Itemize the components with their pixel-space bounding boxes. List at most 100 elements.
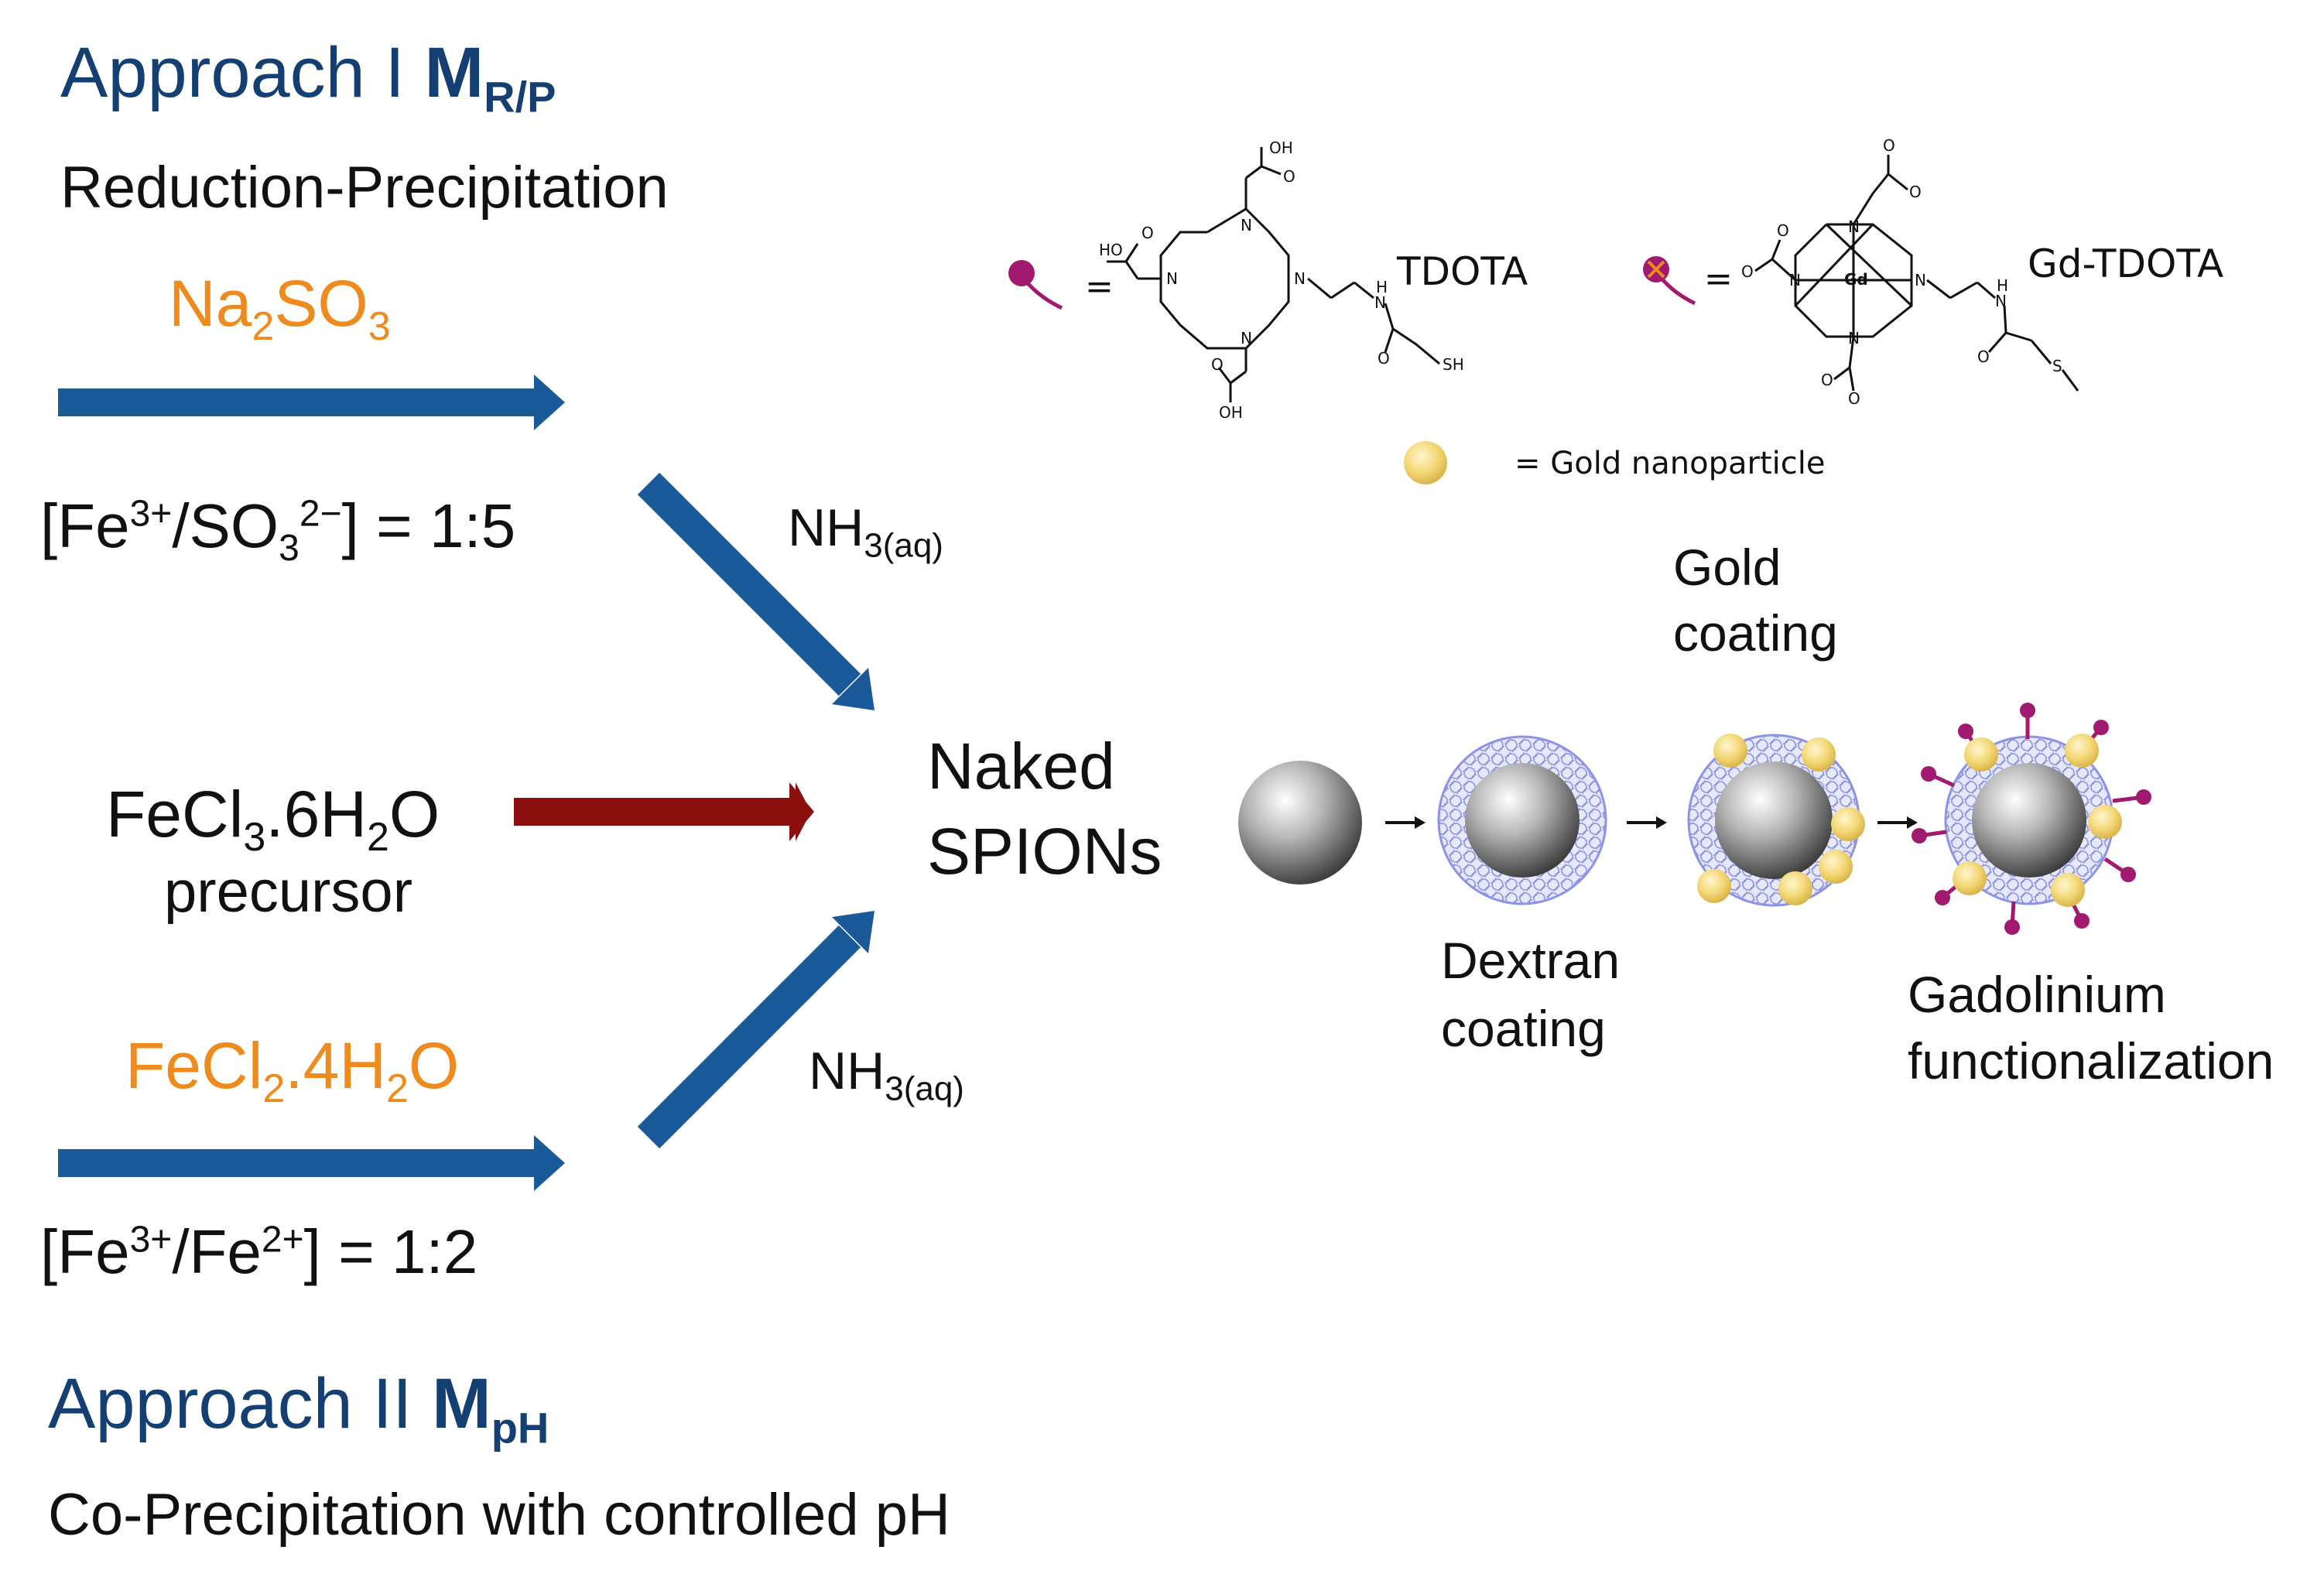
approach-2-subscript: pH [491,1403,549,1453]
gold-coating-line-1: Gold [1673,539,1782,596]
gold-legend: = Gold nanoparticle [1404,441,1825,484]
atom-label: O [1848,389,1860,408]
approach-2-method: Co-Precipitation with controlled pH [48,1482,950,1548]
precursor-sub: 2 [367,814,389,860]
naked-spions-line-2: SPIONs [927,815,1162,888]
atom-label: OH [1269,139,1293,157]
gold-coating-line-2: coating [1673,604,1838,662]
gd-tdota-equals: = [1704,259,1733,299]
approach-1-subscript: R/P [484,72,556,121]
atom-label: N [1374,293,1386,312]
dextran-coating-line-2: coating [1441,1000,1606,1057]
gd-tdota-legend: = [1643,136,2223,408]
atom-label: O [1883,136,1895,155]
naked-spion-particle [1238,761,1362,885]
approach-1-method: Reduction-Precipitation [60,155,669,221]
gold-nanoparticle [1831,807,1865,841]
atom-label: Gd [1844,270,1868,289]
ratio-sup: 3+ [129,1219,173,1261]
gd-tdota-symbol-head [1643,256,1669,282]
gold-nanoparticle [2051,873,2085,907]
approach-2-title-text: Approach II [48,1364,433,1443]
ligand-head [2020,703,2035,718]
atom-label: N [1294,269,1306,288]
atom-label: O [1141,224,1154,242]
precursor-part: O [388,778,440,850]
approach-1-title-text: Approach I [60,33,425,112]
approach-1-reagent: Na2SO3 [169,271,391,347]
atom-label: H [1376,278,1388,296]
ratio-part: ] = 1:5 [341,491,516,560]
reagent-part: SO [274,267,368,340]
step-arrow-1 [1385,816,1426,829]
atom-label: S [2052,357,2062,375]
ligand-head [1912,828,1927,843]
atom-label: O [1909,183,1922,201]
reagent-sub: 3 [368,303,391,349]
atom-label: OH [1219,403,1243,422]
ammonia-sub: 3(aq) [864,526,943,565]
approach-1-title: Approach I MR/P [60,37,556,118]
tdota-symbol-head [1008,260,1035,286]
precursor-part: FeCl [106,778,244,850]
gold-legend-particle [1404,441,1447,484]
gd-tdota-symbol-cross [1647,260,1665,279]
tdota-symbol-tail [1026,282,1063,310]
ammonia-main: NH [809,1042,885,1100]
ligand-head [1935,890,1950,905]
atom-label: O [1378,349,1390,368]
atom-label: SH [1443,355,1464,374]
ammonia-label-top: NH3(aq) [788,501,943,563]
dextran-coating-line-1: Dextran [1441,932,1621,989]
gd-tdota-atoms: O O O O N N N N Gd O O H N O S [1741,136,2062,408]
ratio-part: /SO [172,491,279,560]
approach-1-symbol: M [424,33,484,112]
arrow-precursor [514,782,814,841]
precursor-formula: FeCl3.6H2O [106,782,440,857]
gold-nanoparticle [1819,850,1853,884]
atom-label: HO [1099,241,1123,259]
arrow-approach-1 [58,375,565,430]
ligand-head [2004,919,2020,935]
gadolinium-line-2: functionalization [1908,1032,2274,1090]
atom-label: N [1241,329,1252,347]
ratio-part: /Fe [172,1217,262,1286]
ratio-sup: 2− [299,493,342,535]
gold-nanoparticle [1713,734,1747,768]
gd-tdota-label: Gd-TDOTA [2028,241,2223,286]
gold-nanoparticle [1802,737,1836,772]
gold-coated-particle [1687,734,1865,907]
gd-tdota-symbol-tail [1661,278,1696,306]
ammonia-label-bottom: NH3(aq) [809,1045,964,1107]
atom-label: N [1848,217,1860,236]
reagent-part: Na [169,267,252,340]
dextran-coated-particle [1437,735,1607,905]
reagent-sub: 2 [262,1066,286,1111]
ratio-part: [Fe [40,1217,130,1286]
atom-label: N [1915,271,1926,289]
precursor-part: .6H [265,778,367,850]
step-arrow-3 [1877,816,1918,829]
precursor-label: precursor [164,859,412,925]
precursor-sub: 3 [243,814,266,860]
atom-label: O [1777,221,1789,240]
reagent-part: FeCl [125,1029,263,1102]
ammonia-sub: 3(aq) [885,1069,964,1108]
reagent-part: .4H [285,1029,386,1102]
ligand-head [2093,720,2109,735]
approach-2-symbol: M [432,1364,491,1443]
atom-label: O [1821,371,1833,389]
tdota-equals: = [1085,267,1114,306]
gd-tdota-structure [1754,155,2079,392]
arrow-approach-2 [58,1135,565,1191]
ratio-part: ] = 1:2 [303,1217,478,1286]
tdota-label: TDOTA [1396,249,1528,294]
ammonia-main: NH [788,498,864,557]
atom-label: H [1997,276,2008,295]
tdota-legend: = OH [1008,139,1528,422]
gold-nanoparticle [2088,805,2122,839]
gold-nanoparticle [1697,869,1731,903]
atom-label: N [1166,269,1178,288]
atom-label: N [1789,271,1801,289]
gadolinium-functionalized-particle [1912,703,2151,935]
